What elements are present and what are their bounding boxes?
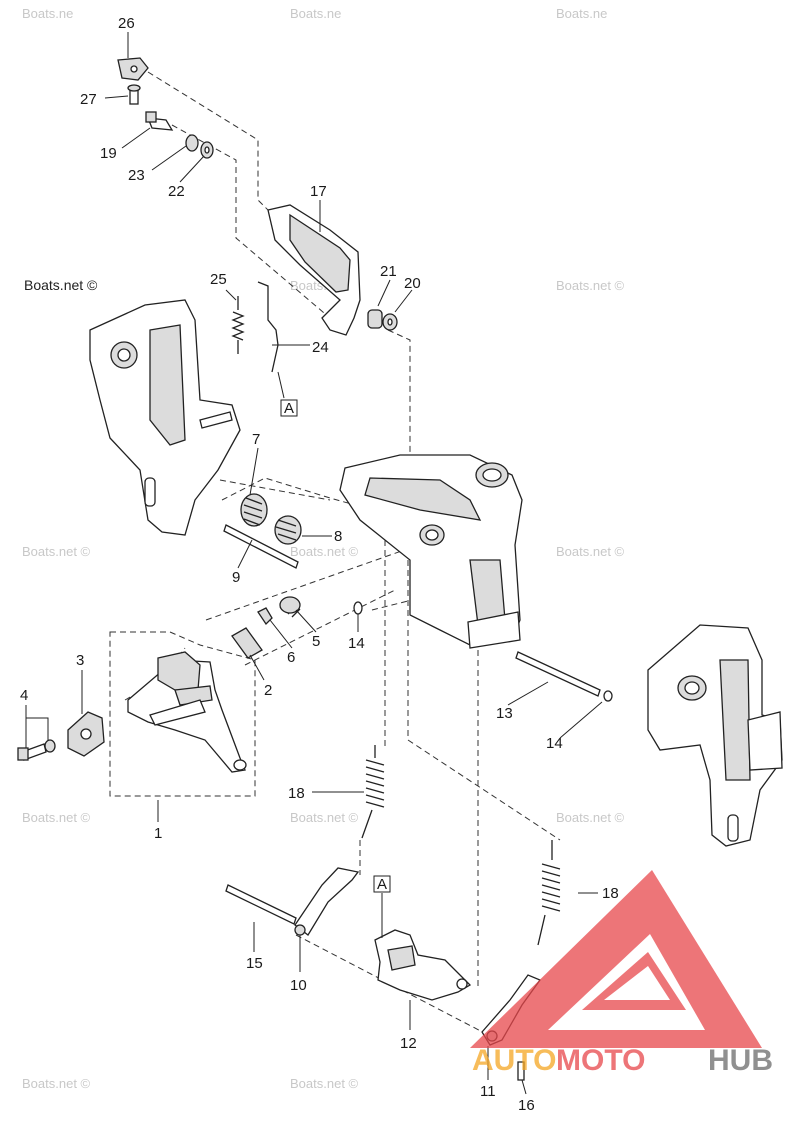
part-label: 18 [288,785,305,802]
part-label: 25 [210,271,227,288]
part-26-clip [117,57,149,81]
assembly-line [387,329,411,500]
part-19-bolt [145,111,174,131]
ref-label-a: A [284,400,294,417]
assembly-line [205,547,411,621]
logo-text-auto: AUTO [472,1044,556,1077]
part-label: 3 [76,652,84,669]
part-14-ring [353,601,363,615]
part-6-clip [257,607,273,626]
part-label: 18 [602,885,619,902]
part-23-washer [185,134,199,152]
part-label: 21 [380,263,397,280]
watermark-boats-net: Boats.net © [556,544,625,559]
watermark-boats-net: Boats.ne [22,6,73,21]
watermark-boats-net: Boats.net © [22,544,91,559]
assembly-group-box [109,631,256,797]
part-label: 10 [290,977,307,994]
watermark-boats-net: Boats.net © [556,278,625,293]
logo-text-hub: HUB [708,1044,773,1077]
part-label: 13 [496,705,513,722]
watermark-boats-net: Boats.net © [290,810,359,825]
ref-label-a: A [377,876,387,893]
part-25-spring [231,296,245,354]
assembly-line [171,124,331,319]
part-label: 6 [287,649,295,666]
part-13-rod [515,651,601,697]
part-5-spring [279,596,301,618]
watermark-boats-net-main: Boats.net © [24,277,98,293]
part-label: 27 [80,91,97,108]
part-16-pin [517,1061,525,1081]
part-label: 12 [400,1035,417,1052]
part-label: 14 [546,735,563,752]
part-label: 24 [312,339,329,356]
part-label: 2 [264,682,272,699]
logo-text-moto: MOTO [556,1044,645,1077]
part-2-pin [231,627,263,659]
left-clamp-bracket [89,299,241,536]
part-label: 11 [480,1083,496,1100]
watermark-boats-net: Boats.ne [290,6,341,21]
assembly-line [219,479,331,501]
part-labels: 26 27 19 23 22 17 21 20 25 24 7 8 9 5 6 … [20,15,619,1114]
part-label: 5 [312,633,320,650]
assembly-line [407,560,561,841]
part-label: 20 [404,275,421,292]
part-label: 9 [232,569,240,586]
part-27-pin [127,84,141,105]
watermark-boats-net: Boats.ne [556,6,607,21]
part-14-ring [603,690,613,702]
part-17-plate [267,204,361,336]
part-3-plate [67,711,105,757]
part-18-spring [361,745,385,839]
automotohub-logo: AUTO MOTO HUB [470,870,773,1077]
part-label: 4 [20,687,28,704]
assembly-line [244,589,396,666]
part-10-lever [294,867,360,936]
part-9-rod [223,524,299,569]
part-label: 1 [154,825,162,842]
part-label: 26 [118,15,135,32]
part-21-bushing [367,309,383,329]
right-clamp-bracket [647,624,783,847]
part-8-spring [274,515,302,545]
part-label: 14 [348,635,365,652]
part-label: 15 [246,955,263,972]
ref-box-a: A [280,399,298,417]
part-label: 17 [310,183,327,200]
watermark-boats-net: Boats.net © [290,1076,359,1091]
watermark-layer: Boats.ne Boats.ne Boats.ne Boats.net © B… [22,6,625,1091]
watermark-boats-net: Boats.net © [556,810,625,825]
leader-lines [25,32,603,1095]
part-15-rod [225,884,297,925]
part-label: 7 [252,431,260,448]
part-label: 16 [518,1097,535,1114]
watermark-boats-net: Boats.net © [22,1076,91,1091]
watermark-boats-net: Boats.net © [22,810,91,825]
part-24-wire [257,281,279,373]
part-18-spring [537,840,561,946]
assembly-line [147,71,273,215]
part-label: 22 [168,183,185,200]
ref-box-a: A [373,875,391,893]
part-12-lever-bracket [374,929,472,1001]
swivel-bracket [339,454,523,649]
part-label: 23 [128,167,145,184]
part-label: 8 [334,528,342,545]
watermark-boats-net: Boats.net © [290,544,359,559]
part-4-bolt [17,739,56,761]
part-7-spring [240,493,268,527]
part-label: 19 [100,145,117,162]
part-1-bracket-assembly [127,651,247,773]
